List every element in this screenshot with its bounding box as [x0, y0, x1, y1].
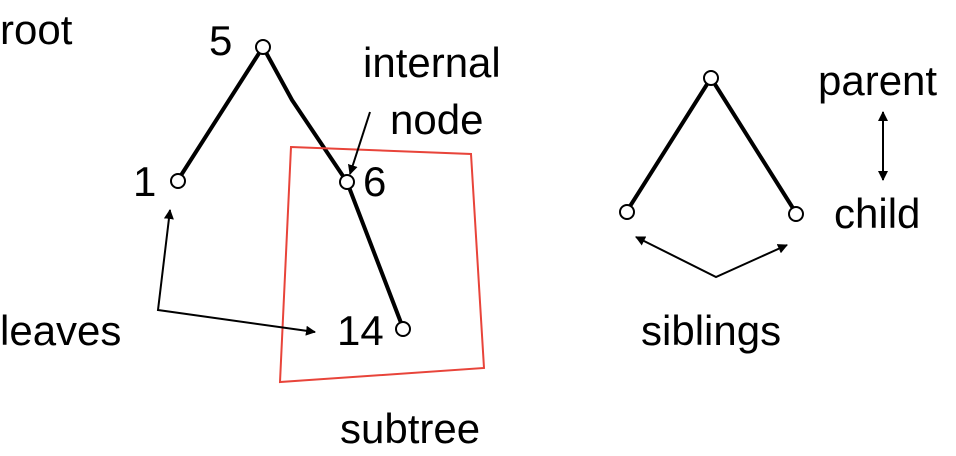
parent-label: parent	[818, 57, 937, 104]
child-label: child	[834, 190, 920, 237]
edge-parent-to-left-child	[625, 76, 713, 213]
node-leaf-14	[395, 321, 411, 337]
node-label-5: 5	[209, 17, 232, 64]
edge-5-to-6	[261, 45, 349, 184]
node-root-5	[255, 39, 271, 55]
node-label-14: 14	[337, 307, 384, 354]
internal-node-label-line1: internal	[363, 39, 501, 86]
siblings-label: siblings	[641, 307, 781, 354]
node-label-6: 6	[363, 158, 386, 205]
siblings-arrow	[635, 236, 788, 279]
leaves-label: leaves	[0, 307, 121, 354]
node-parent	[703, 70, 719, 86]
right-tree	[619, 70, 804, 222]
left-tree: 5 1 6 14	[133, 17, 411, 354]
node-internal-6	[339, 174, 355, 190]
internal-node-label-line2: node	[390, 96, 483, 143]
edge-5-to-1	[176, 45, 265, 182]
root-label: root	[0, 6, 73, 53]
node-right-sibling	[788, 206, 804, 222]
node-leaf-1	[170, 173, 186, 189]
node-label-1: 1	[133, 158, 156, 205]
node-left-sibling	[619, 204, 635, 220]
subtree-label: subtree	[340, 405, 480, 452]
internal-node-arrow	[348, 111, 371, 175]
leaves-arrow	[156, 209, 316, 336]
edge-6-to-14	[345, 180, 405, 330]
edge-parent-to-right-child	[709, 76, 798, 215]
